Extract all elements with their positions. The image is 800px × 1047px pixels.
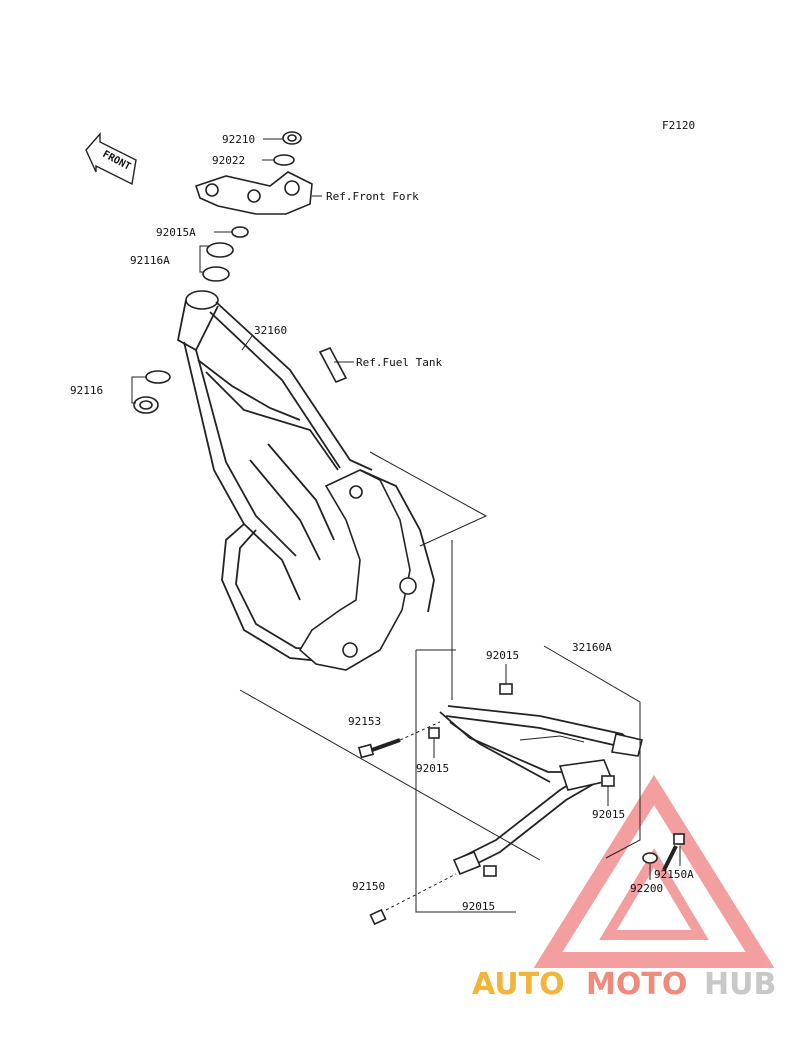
top-nut-92210	[263, 131, 302, 145]
watermark-triangle	[533, 774, 775, 968]
collar-92015-top	[499, 664, 513, 695]
label-ref-front-fork: Ref.Front Fork	[326, 190, 419, 203]
detail-plane-outline	[239, 451, 541, 861]
label-92150: 92150	[352, 880, 385, 893]
figure-code: F2120	[662, 119, 695, 132]
fuel-tank-bracket	[318, 346, 354, 384]
bolt-92153	[357, 721, 441, 759]
collar-92015-mid	[428, 727, 440, 758]
bolt-92150	[369, 873, 457, 926]
label-92210: 92210	[222, 133, 255, 146]
label-92153: 92153	[348, 715, 381, 728]
front-arrow-icon: FRONT	[85, 132, 137, 186]
bolt-92150A	[662, 833, 685, 871]
label-92015-bottom: 92015	[462, 900, 495, 913]
washer-92200	[642, 852, 658, 880]
watermark-auto: AUTO	[472, 967, 565, 1002]
nut-92015A	[214, 226, 249, 238]
main-frame-32160	[176, 290, 435, 671]
sub-frame-32160A	[439, 705, 643, 876]
bearing-92116A	[199, 242, 234, 282]
label-92015A: 92015A	[156, 226, 196, 239]
watermark-logo: AUTO MOTO HUB	[472, 967, 776, 1002]
label-32160A: 32160A	[572, 641, 612, 654]
upper-triple-clamp	[194, 171, 322, 215]
collar-92015-right	[601, 775, 615, 806]
watermark-hub: HUB	[704, 967, 776, 1002]
washer-92022	[262, 154, 295, 166]
label-92015-right: 92015	[592, 808, 625, 821]
bearing-92116	[131, 370, 171, 414]
label-92200: 92200	[630, 882, 663, 895]
label-92150A: 92150A	[654, 868, 694, 881]
watermark-moto: MOTO	[586, 967, 687, 1002]
label-92015-top: 92015	[486, 649, 519, 662]
label-32160: 32160	[254, 324, 287, 337]
subframe-callout-box	[415, 645, 641, 913]
label-92116: 92116	[70, 384, 103, 397]
collar-92015-bottom	[483, 865, 497, 877]
label-92116A: 92116A	[130, 254, 170, 267]
label-ref-fuel-tank: Ref.Fuel Tank	[356, 356, 442, 369]
label-92022: 92022	[212, 154, 245, 167]
label-92015-mid: 92015	[416, 762, 449, 775]
